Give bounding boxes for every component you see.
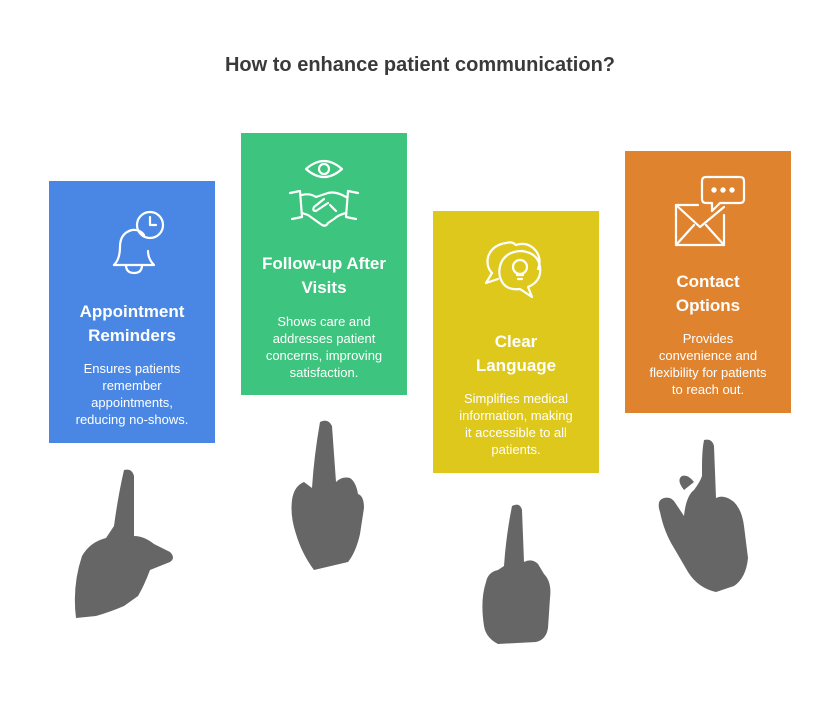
card-description: Provides convenience and flexibility for… xyxy=(649,331,767,397)
bell-clock-icon xyxy=(49,203,215,283)
card-heading: Contact Options xyxy=(675,272,741,315)
card-contact-options: Contact Options Provides convenience and… xyxy=(625,151,791,413)
pointing-hand-icon xyxy=(291,420,364,570)
pointing-hand-icon xyxy=(74,469,173,618)
card-follow-up-after-visits: Follow-up After Visits Shows care and ad… xyxy=(241,133,407,395)
card-appointment-reminders: Appointment Reminders Ensures patients r… xyxy=(49,181,215,443)
card-clear-language: Clear Language Simplifies medical inform… xyxy=(433,211,599,473)
card-heading: Follow-up After Visits xyxy=(261,254,386,297)
eye-handshake-icon xyxy=(241,153,407,233)
card-heading: Appointment Reminders xyxy=(79,302,185,345)
card-heading: Clear Language xyxy=(475,332,557,375)
envelope-chat-icon xyxy=(625,173,791,253)
speech-bubble-lightbulb-icon xyxy=(433,233,599,313)
card-description: Simplifies medical information, making i… xyxy=(459,391,573,457)
card-description: Shows care and addresses patient concern… xyxy=(265,314,383,380)
card-description: Ensures patients remember appointments, … xyxy=(75,361,189,427)
pointing-hand-icon xyxy=(482,504,551,644)
page-title: How to enhance patient communication? xyxy=(224,54,616,76)
pointing-hand-icon xyxy=(658,439,748,592)
